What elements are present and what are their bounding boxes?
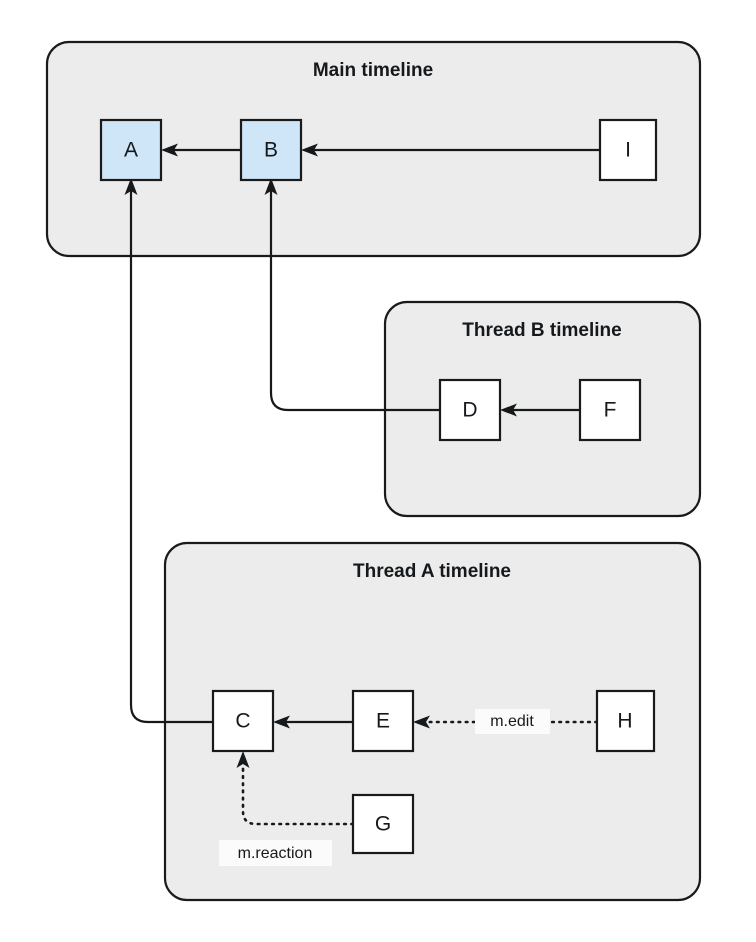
event-node-C[interactable]: C	[211, 689, 275, 753]
edge-label-m-edit-text: m.edit	[490, 713, 534, 730]
container-thread-b-title: Thread B timeline	[462, 320, 621, 341]
event-label-B: B	[264, 139, 278, 162]
event-box-B[interactable]	[239, 118, 303, 182]
edge-i-to-b	[301, 143, 600, 157]
event-node-I[interactable]: I	[598, 118, 658, 182]
event-node-G[interactable]: G	[351, 793, 415, 855]
edge-g-to-c-arrowhead	[236, 751, 250, 768]
event-node-E[interactable]: E	[351, 689, 415, 753]
edge-e-to-c-arrowhead	[273, 715, 290, 729]
event-box-I[interactable]	[598, 118, 658, 182]
event-label-G: G	[375, 813, 391, 836]
event-box-H[interactable]	[595, 689, 656, 753]
edge-g-to-c-line	[241, 762, 355, 826]
event-box-D[interactable]	[438, 378, 502, 442]
event-node-A[interactable]: A	[99, 118, 163, 182]
event-label-I: I	[625, 139, 631, 162]
edge-label-m-reaction: m.reaction	[219, 840, 332, 866]
edge-d-to-b-arrowhead	[264, 178, 278, 195]
edge-d-to-b-line	[269, 191, 440, 412]
event-node-F[interactable]: F	[578, 378, 642, 442]
edge-label-m-reaction-bg	[219, 840, 332, 866]
edge-c-to-a-line	[129, 191, 213, 724]
edge-label-m-edit-bg	[475, 709, 550, 734]
event-box-C[interactable]	[211, 689, 275, 753]
event-node-D[interactable]: D	[438, 378, 502, 442]
edge-b-to-a	[161, 143, 241, 157]
event-node-B[interactable]: B	[239, 118, 303, 182]
edge-h-to-e-arrowhead	[413, 715, 430, 729]
event-box-E[interactable]	[351, 689, 415, 753]
event-box-F[interactable]	[578, 378, 642, 442]
event-node-H[interactable]: H	[595, 689, 656, 753]
event-box-G[interactable]	[351, 793, 415, 855]
edge-i-to-b-arrowhead	[301, 143, 318, 157]
edge-b-to-a-arrowhead	[161, 143, 178, 157]
edge-e-to-c	[273, 715, 353, 729]
edge-label-m-edit: m.edit	[475, 709, 550, 734]
edge-c-to-a-arrowhead	[124, 178, 138, 195]
event-label-C: C	[235, 710, 250, 733]
event-label-H: H	[617, 710, 632, 733]
edge-f-to-d-arrowhead	[500, 403, 517, 417]
edge-f-to-d	[500, 403, 580, 417]
event-label-A: A	[124, 139, 138, 162]
container-thread-a-title: Thread A timeline	[353, 561, 511, 582]
container-main-title: Main timeline	[313, 60, 433, 81]
event-box-A[interactable]	[99, 118, 163, 182]
event-label-E: E	[376, 710, 390, 733]
event-label-D: D	[462, 399, 477, 422]
edge-d-to-b	[264, 178, 440, 412]
edge-g-to-c	[236, 751, 355, 826]
event-label-F: F	[604, 399, 617, 422]
edge-c-to-a	[124, 178, 213, 724]
edge-label-m-reaction-text: m.reaction	[238, 845, 313, 862]
